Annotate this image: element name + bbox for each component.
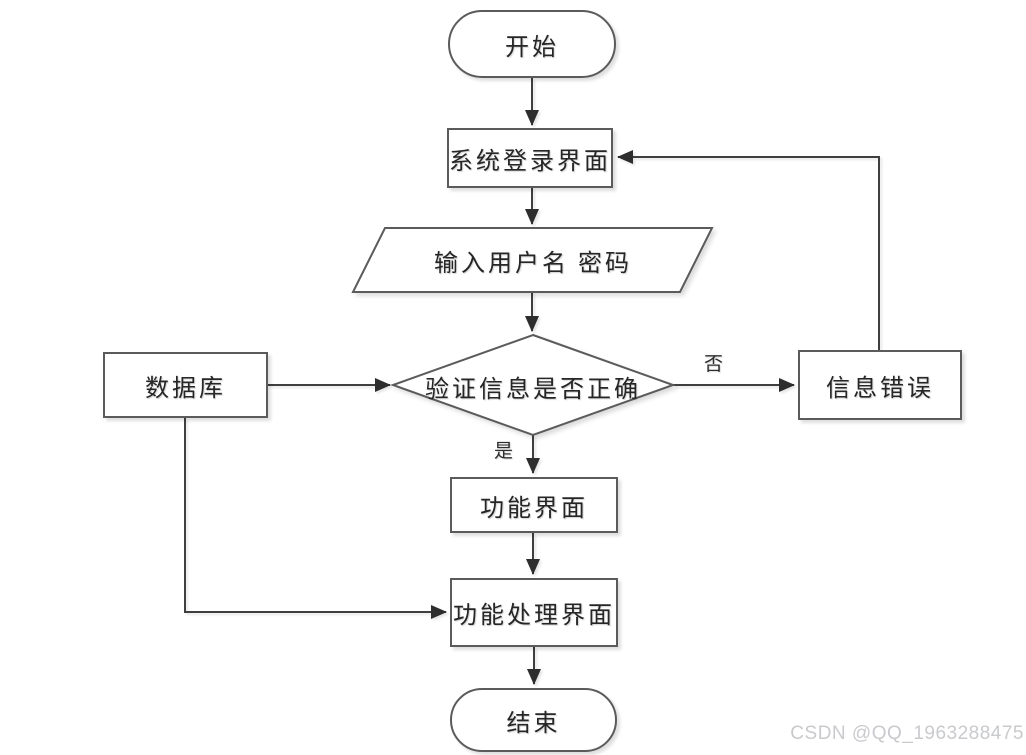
node-database-label: 数据库: [145, 375, 226, 402]
node-function-screen-label: 功能界面: [480, 495, 588, 522]
edge-error-to-login: [617, 150, 880, 350]
node-start-label: 开始: [505, 34, 559, 61]
node-function-process-screen: 功能处理界面: [450, 578, 618, 647]
edge-label-no: 否: [704, 354, 724, 375]
node-function-screen: 功能界面: [450, 477, 618, 533]
csdn-watermark: CSDN @QQ_1963288475: [790, 723, 1024, 744]
edge-label-yes: 是: [494, 441, 514, 462]
node-info-error-label: 信息错误: [826, 375, 934, 402]
node-end-label: 结束: [506, 710, 561, 737]
node-login-screen: 系统登录界面: [447, 128, 613, 188]
node-info-error: 信息错误: [798, 350, 962, 420]
node-database: 数据库: [103, 352, 268, 418]
decision-diamond-shape: [390, 333, 676, 437]
node-start: 开始: [448, 10, 616, 78]
node-function-process-screen-label: 功能处理界面: [453, 603, 615, 629]
edge-database-to-process: [184, 418, 447, 619]
io-parallelogram-shape: [351, 227, 714, 293]
node-login-screen-label: 系统登录界面: [449, 148, 611, 175]
node-end: 结束: [450, 688, 617, 752]
